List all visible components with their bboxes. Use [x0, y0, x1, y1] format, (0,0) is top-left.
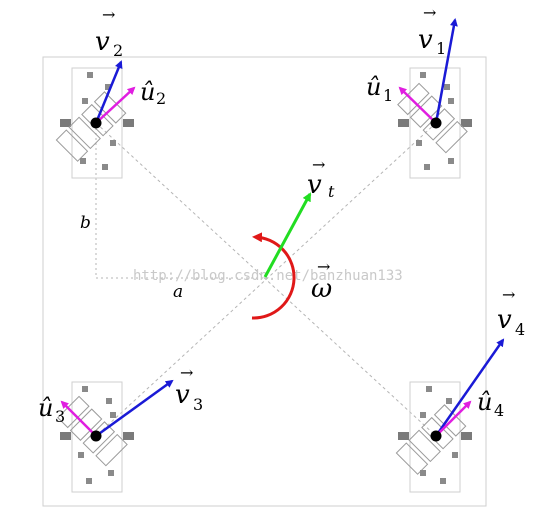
- label-u3: û 3: [38, 394, 65, 426]
- wheel-3-roller-axis-arrow: [60, 400, 97, 437]
- svg-text:v: v: [307, 170, 322, 200]
- svg-text:v: v: [95, 27, 110, 57]
- wheel-4-velocity-arrow: [434, 338, 505, 437]
- svg-text:û: û: [140, 78, 155, 106]
- svg-text:1: 1: [383, 86, 393, 105]
- svg-text:û: û: [477, 388, 492, 416]
- wheel-2: [55, 60, 136, 179]
- label-a: a: [173, 282, 183, 302]
- wheel-3-velocity-arrow: [95, 379, 174, 438]
- label-vt: → v t: [307, 155, 335, 201]
- watermark-text: http://blog.csdn.net/banzhuan133: [133, 268, 403, 284]
- wheel-4-roller-axis-arrow: [435, 400, 472, 437]
- label-u1: û 1: [366, 73, 393, 105]
- label-v2: → v 2: [95, 5, 123, 60]
- wheel-3: [57, 379, 174, 493]
- wheel-2-velocity-arrow: [94, 60, 123, 124]
- diagonal-dashed-1: [95, 122, 437, 437]
- svg-text:û: û: [38, 394, 53, 422]
- wheel-3-center: [90, 430, 102, 442]
- wheel-4-center: [430, 430, 442, 442]
- svg-text:→: →: [502, 285, 515, 304]
- body-velocity-arrow: [263, 192, 312, 278]
- svg-text:4: 4: [515, 320, 525, 339]
- wheel-2-center: [90, 117, 102, 129]
- svg-text:2: 2: [113, 41, 123, 60]
- chassis-frame: [42, 56, 487, 507]
- svg-text:2: 2: [156, 89, 166, 108]
- svg-text:→: →: [180, 363, 193, 382]
- svg-text:t: t: [328, 182, 335, 201]
- svg-text:4: 4: [494, 401, 504, 420]
- svg-text:v: v: [418, 25, 433, 55]
- wheel-1-center: [430, 117, 442, 129]
- svg-text:û: û: [366, 73, 381, 101]
- wheel-1: [397, 18, 472, 179]
- svg-text:→: →: [317, 257, 330, 276]
- rotation-arc: [251, 232, 296, 320]
- label-u2: û 2: [140, 78, 166, 108]
- wheel-2-roller-axis-arrow: [95, 86, 136, 124]
- label-u4: û 4: [477, 388, 504, 420]
- wheel-1-roller-axis-arrow: [398, 86, 437, 124]
- svg-text:3: 3: [193, 395, 203, 414]
- svg-text:ω: ω: [311, 274, 332, 304]
- svg-text:→: →: [102, 5, 115, 24]
- svg-text:3: 3: [55, 407, 65, 426]
- label-omega: → ω: [311, 257, 332, 304]
- wheel-1-velocity-arrow: [434, 18, 458, 124]
- svg-text:v: v: [175, 380, 190, 410]
- wheel-4: [395, 338, 505, 493]
- diagonal-dashed-2: [95, 122, 437, 437]
- label-v3: → v 3: [175, 363, 203, 414]
- svg-text:→: →: [423, 3, 436, 22]
- svg-text:1: 1: [436, 39, 446, 58]
- label-v1: → v 1: [418, 3, 446, 58]
- label-b: b: [80, 213, 91, 233]
- svg-text:→: →: [312, 155, 325, 174]
- label-v4: → v 4: [497, 285, 525, 339]
- svg-text:v: v: [497, 305, 512, 335]
